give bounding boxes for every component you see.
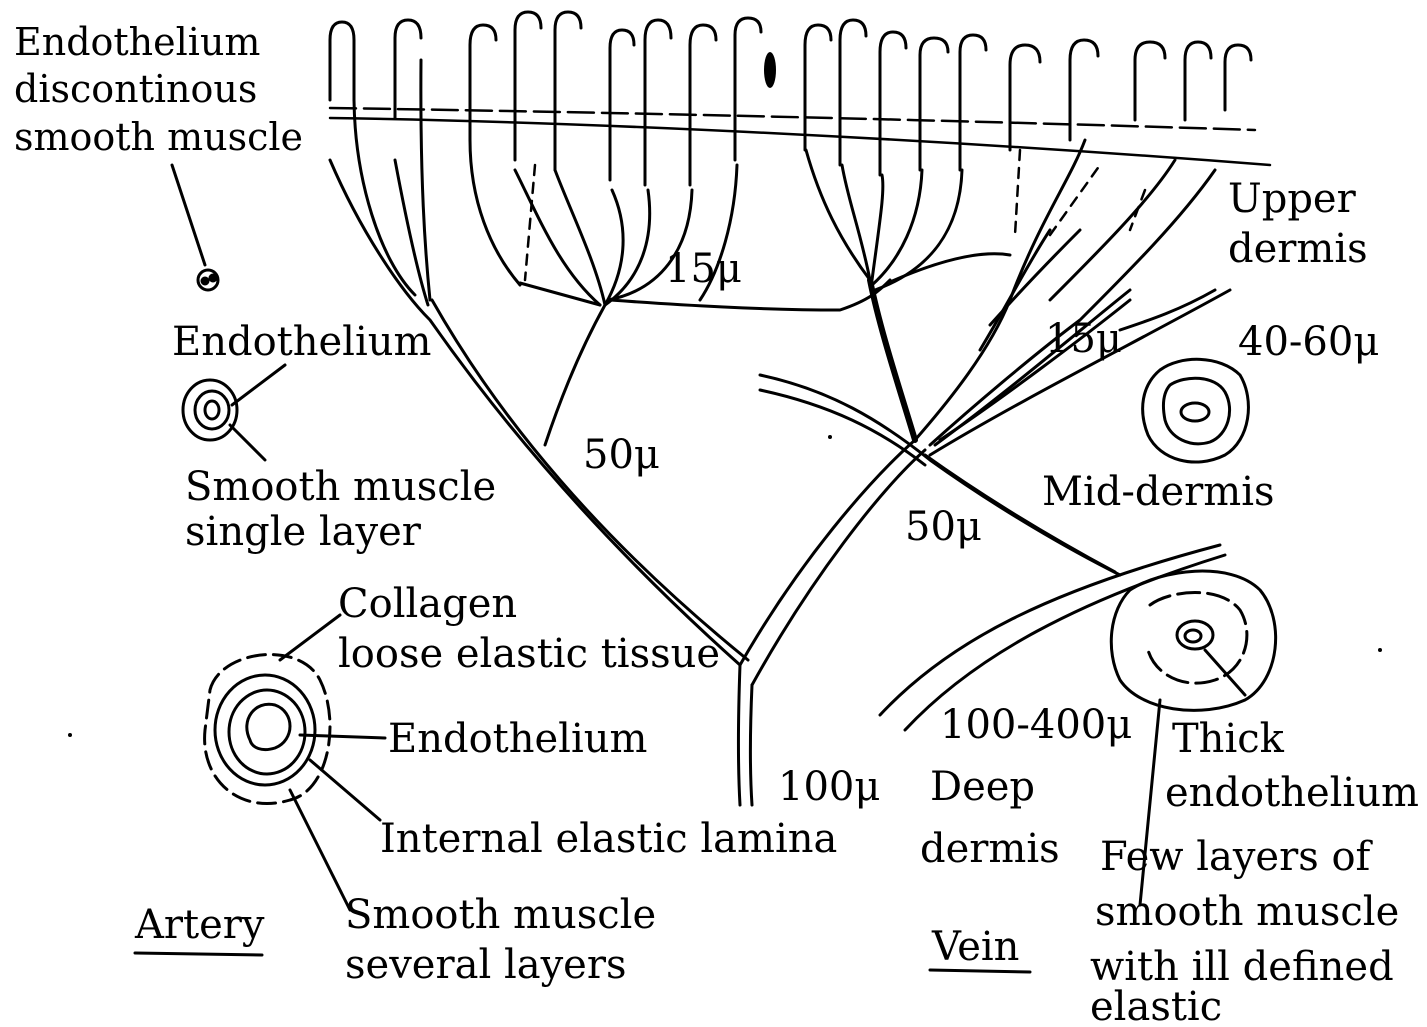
label-arteriole-endothelium: Endothelium: [172, 319, 431, 365]
label-deep-dermis-2: dermis: [920, 826, 1060, 872]
label-vein-muscle-2: smooth muscle: [1095, 889, 1399, 935]
label-smooth-muscle-capillary: smooth muscle: [14, 115, 303, 159]
label-artery-title: Artery: [134, 902, 265, 948]
label-vein-title: Vein: [931, 924, 1019, 970]
capillary-dark-bulb: [764, 52, 776, 88]
label-vein-muscle-1: Few layers of: [1100, 834, 1374, 880]
label-vein-muscle-4: elastic: [1090, 984, 1222, 1027]
label-deep-dermis-1: Deep: [930, 764, 1035, 810]
label-upper-dermis-1: Upper: [1228, 176, 1357, 222]
label-arteriole-muscle-2: single layer: [185, 509, 422, 555]
label-size-50-right: 50μ: [905, 504, 982, 550]
speck: [68, 733, 72, 737]
label-arteriole-muscle-1: Smooth muscle: [185, 464, 496, 510]
label-collagen: Collagen: [338, 581, 517, 627]
artery-cross-section: [205, 655, 330, 804]
speck: [1378, 648, 1382, 652]
label-mid-dermis: Mid-dermis: [1042, 469, 1275, 515]
label-artery-endothelium: Endothelium: [388, 716, 647, 762]
label-size-50-left: 50μ: [583, 432, 660, 478]
capillary-cross-section: [198, 270, 218, 290]
label-capillary-endothelium: Endothelium: [14, 20, 260, 64]
label-size-40-60: 40-60μ: [1238, 319, 1379, 365]
label-thick: Thick: [1172, 716, 1285, 762]
labels: Endothelium discontinous smooth muscle E…: [14, 20, 1419, 1027]
label-size-100-400: 100-400μ: [940, 702, 1132, 748]
deep-vein-cross-section: [1111, 571, 1275, 710]
label-artery-muscle-1: Smooth muscle: [345, 892, 656, 938]
label-loose-elastic: loose elastic tissue: [338, 631, 720, 677]
arterial-tree: [330, 60, 1010, 805]
label-thick-endothelium: endothelium: [1165, 770, 1419, 816]
label-upper-dermis-2: dermis: [1228, 226, 1368, 272]
venous-tree: [760, 140, 1230, 730]
label-artery-muscle-2: several layers: [345, 942, 627, 988]
capillary-loops: [330, 12, 1251, 185]
mid-dermis-vein-cross-section: [1143, 359, 1249, 462]
label-size-100: 100μ: [778, 764, 880, 810]
label-size-15-right: 15μ: [1045, 316, 1122, 362]
label-size-15-left: 15μ: [665, 246, 742, 292]
arteriole-cross-section: [183, 380, 237, 440]
label-discontinous: discontinous: [14, 67, 257, 111]
label-internal-elastic-lamina: Internal elastic lamina: [380, 816, 837, 862]
speck: [828, 435, 832, 439]
